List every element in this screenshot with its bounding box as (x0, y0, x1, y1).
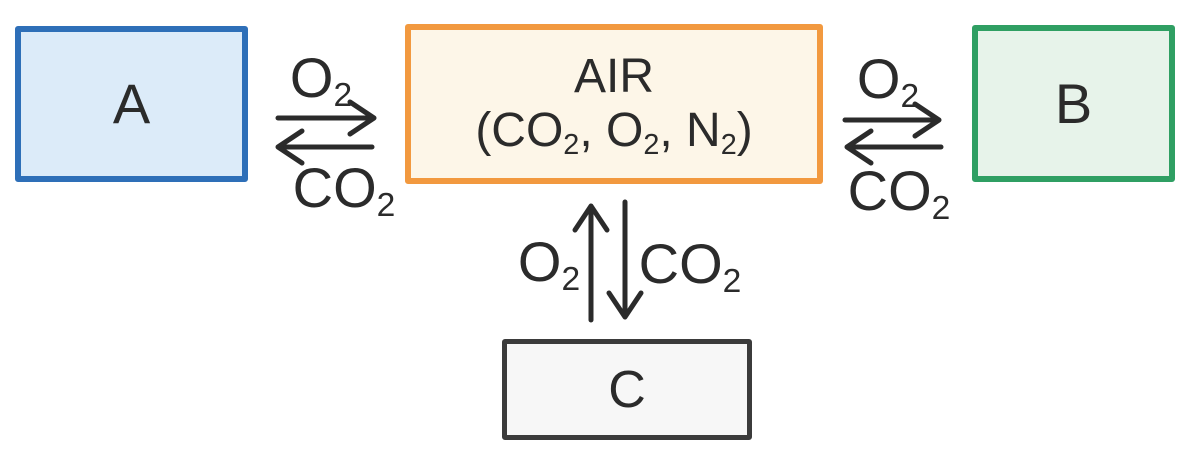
label-co2-a-air: CO2 (292, 156, 396, 225)
box-a: A (15, 26, 248, 182)
box-c: C (502, 339, 752, 440)
label-o2-air-b: O2 (856, 47, 920, 116)
box-c-label: C (608, 360, 646, 419)
air-composition: (CO2, O2, N2) (475, 104, 753, 161)
box-b-label: B (1054, 71, 1093, 135)
arrow-co2-air-to-c (606, 199, 644, 320)
label-co2-air-b: CO2 (847, 159, 951, 228)
box-b: B (972, 25, 1175, 182)
box-a-label: A (112, 72, 151, 135)
box-air: AIR (CO2, O2, N2) (405, 24, 823, 184)
label-co2-c-air: CO2 (638, 232, 742, 301)
air-title: AIR (573, 50, 654, 104)
label-o2-c-air: O2 (517, 230, 581, 299)
label-o2-a-air: O2 (289, 46, 353, 115)
